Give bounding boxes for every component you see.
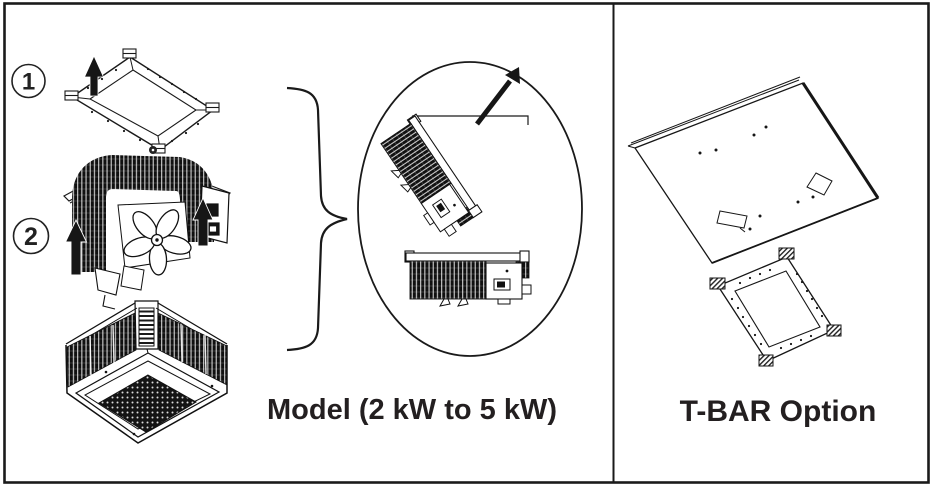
northeast-arrow-icon [475,67,520,126]
intake-louver-left [66,312,137,388]
frame-corner-feet [64,48,220,154]
mounting-frame-drawing [64,48,220,154]
frame-corner-brackets [709,247,842,367]
step-2-marker: 2 [12,217,50,255]
unit-body-drawing [63,146,231,310]
panel-holes [698,125,815,231]
step-2-label: 2 [24,223,38,251]
ceiling-line [411,115,529,129]
intake-louver-right [157,312,228,386]
step-1-marker: 1 [11,63,46,99]
up-arrow-icon [83,55,105,97]
detail-oval [357,61,583,357]
panel-cutout [716,210,748,229]
frame-holes [730,268,824,350]
step-1-label: 1 [22,69,35,96]
fan-propeller [123,209,192,276]
figure-border [3,2,930,484]
outlet-grille [98,374,197,433]
up-arrow-icon [64,218,88,276]
panel-cutout [806,172,833,196]
right-caption: T-BAR Option [680,395,877,428]
up-arrow-icon [192,196,214,247]
coil-band [72,154,214,272]
tilted-unit-drawing [380,113,483,237]
ceiling-panel-drawing [627,76,880,264]
frame-holes [86,67,200,143]
horizontal-unit-drawing [404,250,532,307]
t-bar-frame-drawing [709,247,842,367]
curly-brace [286,86,348,352]
left-caption: Model (2 kW to 5 kW) [267,394,557,426]
grille-panel-drawing [65,300,228,444]
